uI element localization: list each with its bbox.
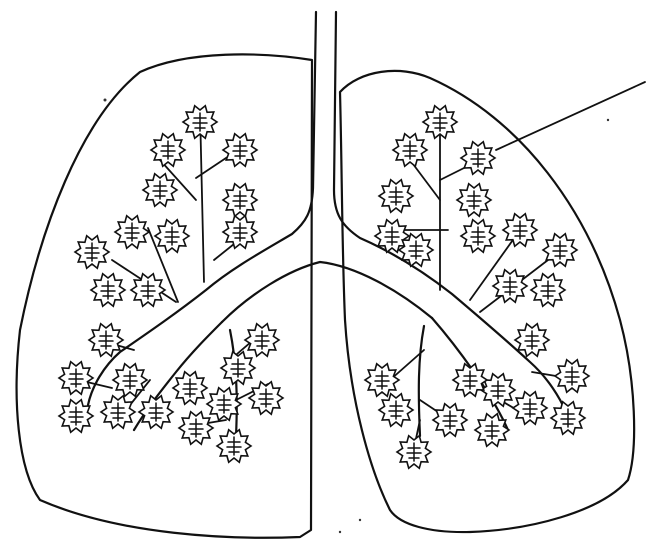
alveolus-cluster	[503, 214, 537, 246]
alveolus-cluster	[139, 396, 173, 428]
alveolus-cluster	[475, 414, 509, 446]
alveolus-cluster	[461, 142, 495, 174]
alveolus-cluster	[457, 184, 491, 216]
scan-specks	[104, 99, 610, 534]
alveolus-cluster	[543, 234, 577, 266]
alveolus-cluster	[379, 394, 413, 426]
alveolus-cluster	[101, 396, 135, 428]
callout-pointer-line	[496, 82, 645, 150]
alveolus-cluster	[115, 216, 149, 248]
alveolus-cluster	[379, 180, 413, 212]
alveolus-cluster	[365, 364, 399, 396]
alveolus-cluster	[513, 392, 547, 424]
carina	[222, 262, 432, 322]
alveolus-cluster	[223, 184, 257, 216]
alveolus-cluster	[515, 324, 549, 356]
alveolus-cluster	[173, 372, 207, 404]
alveolus-cluster	[223, 134, 257, 166]
alveolus-cluster	[151, 134, 185, 166]
alveolus-cluster	[179, 412, 213, 444]
airway-tree	[88, 12, 566, 436]
alveolus-cluster	[183, 106, 217, 138]
alveolus-cluster	[393, 134, 427, 166]
alveoli-clusters	[59, 106, 589, 468]
alveolus-cluster	[143, 174, 177, 206]
alveolus-cluster	[397, 436, 431, 468]
alveolus-cluster	[221, 352, 255, 384]
alveolus-cluster	[551, 402, 585, 434]
right-lung-outline	[340, 71, 634, 532]
alveolus-cluster	[75, 236, 109, 268]
alveolus-cluster	[223, 216, 257, 248]
alveolus-cluster	[423, 106, 457, 138]
alveolus-cluster	[91, 274, 125, 306]
alveolus-cluster	[531, 274, 565, 306]
alveolus-cluster	[131, 274, 165, 306]
alveolus-cluster	[555, 360, 589, 392]
left-lung-outline	[17, 54, 312, 537]
alveolus-cluster	[155, 220, 189, 252]
alveolus-cluster	[249, 382, 283, 414]
alveolus-cluster	[89, 324, 123, 356]
alveolus-cluster	[461, 220, 495, 252]
alveolus-cluster	[245, 324, 279, 356]
alveolus-cluster	[217, 430, 251, 462]
alveolus-cluster	[59, 362, 93, 394]
alveolus-cluster	[433, 404, 467, 436]
